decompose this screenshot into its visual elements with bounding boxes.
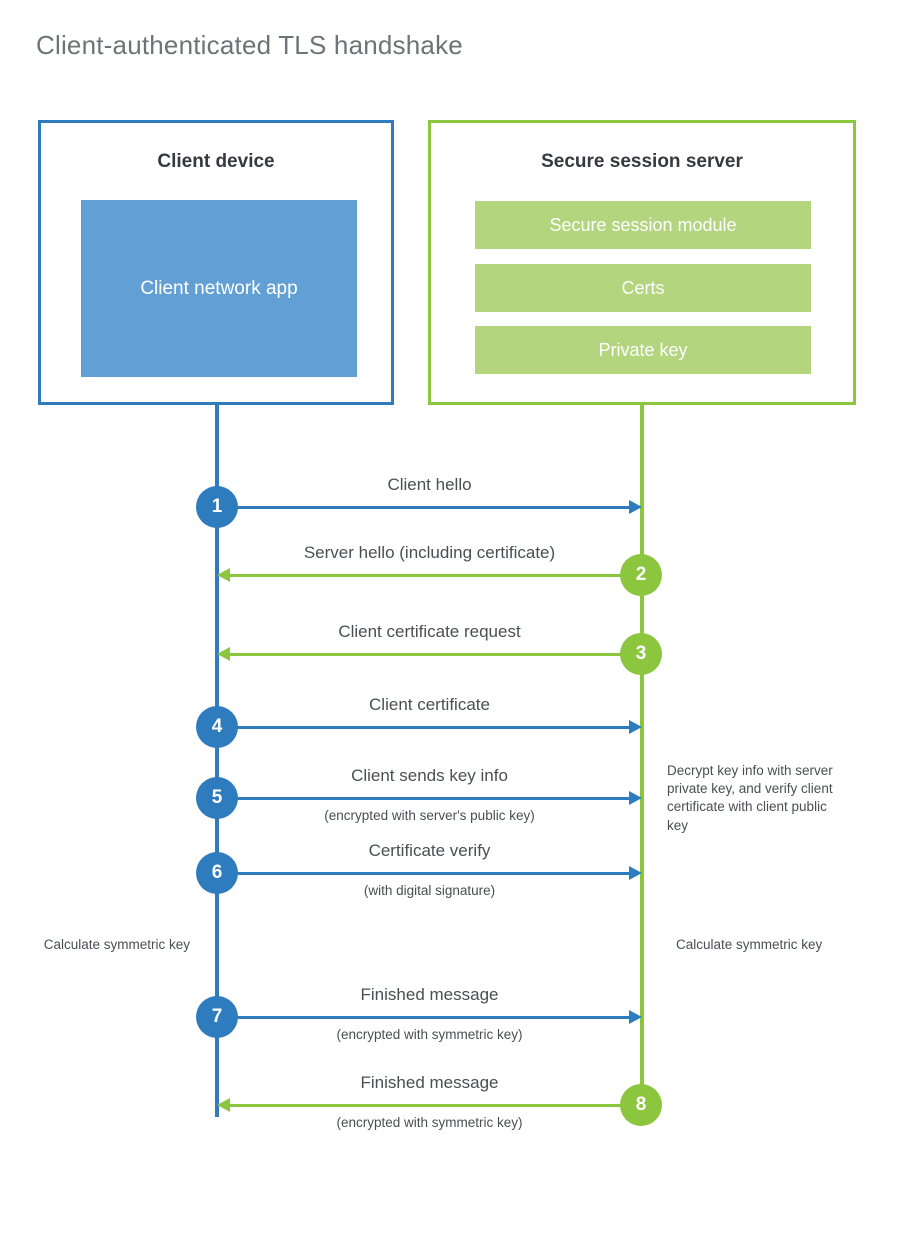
arrow-head-2 xyxy=(217,568,230,582)
client-device-title: Client device xyxy=(157,151,275,172)
secure-session-server-title: Secure session server xyxy=(541,151,743,172)
step-circle-3[interactable]: 3 xyxy=(620,633,662,675)
step-circle-6[interactable]: 6 xyxy=(196,852,238,894)
message-label-1: Client hello xyxy=(387,475,472,494)
server-lifeline xyxy=(640,405,644,1105)
message-sublabel-5: (encrypted with server's public key) xyxy=(324,808,535,823)
annotation-server-decrypt: Decrypt key info with server private key… xyxy=(667,763,833,833)
annotation-client-calculate-symmetric-key: Calculate symmetric key xyxy=(43,937,190,952)
arrow-head-4 xyxy=(629,720,642,734)
server-component-secure-session-module: Secure session module xyxy=(475,201,811,249)
message-label-2: Server hello (including certificate) xyxy=(303,543,556,562)
arrow-shaft-1 xyxy=(217,506,629,509)
message-label-4: Client certificate xyxy=(369,695,490,714)
step-circle-1[interactable]: 1 xyxy=(196,486,238,528)
step-circle-5[interactable]: 5 xyxy=(196,777,238,819)
message-sublabel-8: (encrypted with symmetric key) xyxy=(336,1115,523,1130)
arrow-shaft-7 xyxy=(217,1016,629,1019)
message-label-8: Finished message xyxy=(360,1073,499,1092)
arrow-shaft-2 xyxy=(230,574,642,577)
message-label-6: Certificate verify xyxy=(368,841,491,860)
step-circle-7[interactable]: 7 xyxy=(196,996,238,1038)
arrow-shaft-4 xyxy=(217,726,629,729)
arrow-shaft-5 xyxy=(217,797,629,800)
server-component-private-key: Private key xyxy=(475,326,811,374)
arrow-shaft-8 xyxy=(230,1104,642,1107)
page-title: Client-authenticated TLS handshake xyxy=(36,30,463,60)
message-label-7: Finished message xyxy=(360,985,499,1004)
arrow-head-1 xyxy=(629,500,642,514)
server-component-certs: Certs xyxy=(475,264,811,312)
annotation-server-calculate-symmetric-key: Calculate symmetric key xyxy=(676,937,823,952)
step-circle-8[interactable]: 8 xyxy=(620,1084,662,1126)
client-lifeline xyxy=(215,405,219,1117)
step-circle-4[interactable]: 4 xyxy=(196,706,238,748)
arrow-head-5 xyxy=(629,791,642,805)
message-label-3: Client certificate request xyxy=(338,622,521,641)
arrow-head-8 xyxy=(217,1098,230,1112)
client-device-box: Client device Client network app xyxy=(38,120,394,405)
client-network-app-block: Client network app xyxy=(81,200,357,377)
message-sublabel-6: (with digital signature) xyxy=(363,883,496,898)
arrow-head-7 xyxy=(629,1010,642,1024)
arrow-shaft-6 xyxy=(217,872,629,875)
message-label-5: Client sends key info xyxy=(351,766,508,785)
arrow-shaft-3 xyxy=(230,653,642,656)
step-circle-2[interactable]: 2 xyxy=(620,554,662,596)
arrow-head-6 xyxy=(629,866,642,880)
arrow-head-3 xyxy=(217,647,230,661)
secure-session-server-box: Secure session server Secure session mod… xyxy=(428,120,856,405)
message-sublabel-7: (encrypted with symmetric key) xyxy=(336,1027,523,1042)
